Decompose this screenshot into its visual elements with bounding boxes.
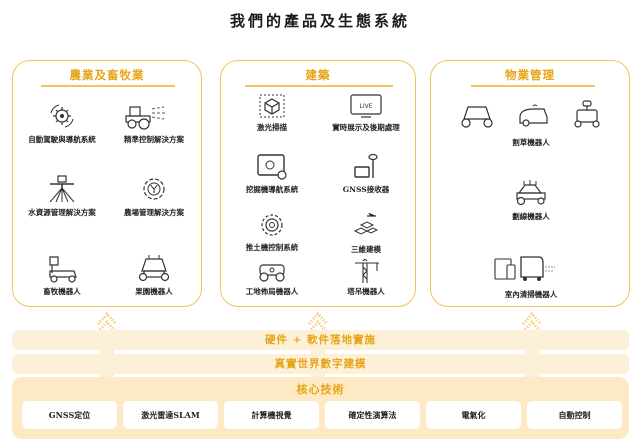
- modeling-layer: 真實世界數字建模: [12, 354, 629, 374]
- item-label: 塔吊機器人: [347, 287, 385, 296]
- orchard-robot-icon: [138, 255, 170, 282]
- item-label: 實時展示及後期處理: [332, 123, 400, 132]
- item-farm-management: 農場管理解決方案: [109, 174, 199, 218]
- item-label: 畜牧機器人: [43, 287, 81, 296]
- excavator-display-icon: [257, 154, 287, 180]
- card-title: 物業管理: [505, 68, 555, 82]
- item-label: 激光掃描: [257, 123, 287, 132]
- indoor-cleaning-robot-icon: [494, 256, 555, 281]
- mower-robot-icon: [461, 106, 493, 128]
- layout-robot-icon: [259, 264, 285, 282]
- tech-deterministic-algorithm: 確定性演算法: [325, 401, 420, 429]
- item-label: 精準控制解決方案: [124, 135, 184, 144]
- core-technology-layer: 核心技術 GNSS定位 激光雷達SLAM 計算機視覺 確定性演算法 電氣化 自動…: [12, 377, 629, 439]
- item-precision-control: 精準控制解決方案: [109, 101, 199, 145]
- live-monitor-icon: LIVE: [350, 94, 382, 118]
- modeling-label: 真實世界數字建模: [274, 358, 367, 370]
- item-live-display: LIVE 實時展示及後期處理: [321, 93, 411, 133]
- item-label: 室內清掃機器人: [504, 290, 558, 299]
- item-indoor-cleaning-robot: 室內清掃機器人: [476, 253, 586, 300]
- page-title: 我們的產品及生態系統: [229, 12, 410, 30]
- core-title: 核心技術: [296, 383, 345, 396]
- item-label: 劃線機器人: [512, 212, 550, 221]
- gear-plant-icon: [143, 178, 165, 200]
- item-autopilot: 自動駕駛與導航系統: [17, 101, 107, 145]
- item-label: 果園機器人: [135, 287, 173, 296]
- item-mower-robot: 割草機器人: [441, 99, 621, 148]
- divider: [245, 85, 393, 87]
- mower-robot-icon: [519, 104, 548, 127]
- drone-mapping-icon: [353, 212, 379, 235]
- item-label: 挖掘機導航系統: [245, 185, 299, 194]
- tower-crane-icon: [355, 259, 379, 283]
- livestock-robot-icon: [49, 256, 77, 283]
- item-3d-modeling: 三維建模: [321, 211, 411, 255]
- card-title: 農業及畜牧業: [69, 68, 145, 82]
- divider: [41, 85, 175, 87]
- card-property-management: 物業管理 割草機器人 劃線機器人 室內清掃機器人: [430, 60, 630, 307]
- item-label: 推土機控制系統: [245, 243, 299, 252]
- card-title: 建築: [305, 68, 331, 82]
- tech-electrification: 電氣化: [426, 401, 521, 429]
- item-laser-scan: 激光掃描: [227, 93, 317, 133]
- item-label: 工地佈局機器人: [245, 287, 299, 296]
- tech-gnss: GNSS定位: [22, 401, 117, 429]
- item-layout-robot: 工地佈局機器人: [227, 259, 317, 297]
- item-line-marking-robot: 劃線機器人: [486, 177, 576, 222]
- item-label: 水資源管理解決方案: [28, 208, 96, 217]
- mower-robot-icon: [574, 100, 600, 128]
- item-label: 三維建模: [351, 245, 381, 254]
- item-excavator-nav: 挖掘機導航系統: [227, 153, 317, 195]
- item-water-management: 水資源管理解決方案: [17, 174, 107, 218]
- tech-computer-vision: 計算機視覺: [224, 401, 319, 429]
- tech-automatic-control: 自動控制: [527, 401, 622, 429]
- item-label: GNSS接收器: [342, 185, 390, 194]
- dozer-gear-icon: [261, 214, 283, 236]
- tractor-icon: [125, 106, 166, 130]
- steering-gear-icon: [50, 104, 74, 128]
- item-label: 割草機器人: [512, 138, 550, 147]
- line-marking-robot-icon: [516, 180, 546, 206]
- item-livestock-robot: 畜牧機器人: [17, 253, 107, 297]
- gnss-receiver-icon: [354, 153, 378, 178]
- implementation-layer: 硬件 + 軟件落地實施: [12, 330, 629, 350]
- tech-lidar-slam: 激光雷達SLAM: [123, 401, 218, 429]
- implementation-label: 硬件 + 軟件落地實施: [264, 334, 377, 346]
- item-orchard-robot: 果園機器人: [109, 253, 199, 297]
- item-gnss-receiver: GNSS接收器: [321, 153, 411, 195]
- item-tower-crane: 塔吊機器人: [321, 259, 411, 297]
- item-label: 自動駕駛與導航系統: [28, 135, 96, 144]
- irrigation-icon: [49, 175, 75, 203]
- card-agriculture: 農業及畜牧業 自動駕駛與導航系統 精準控制解決方案 水資源管理解決方案 農場管理…: [12, 60, 202, 307]
- 3d-scan-icon: [259, 94, 285, 118]
- svg-text:LIVE: LIVE: [359, 103, 372, 110]
- card-construction: 建築 激光掃描 LIVE 實時展示及後期處理 挖掘機導航系統 GNSS接收器 推…: [220, 60, 416, 307]
- item-label: 農場管理解決方案: [124, 208, 184, 217]
- item-dozer-control: 推土機控制系統: [227, 211, 317, 253]
- divider: [471, 85, 595, 87]
